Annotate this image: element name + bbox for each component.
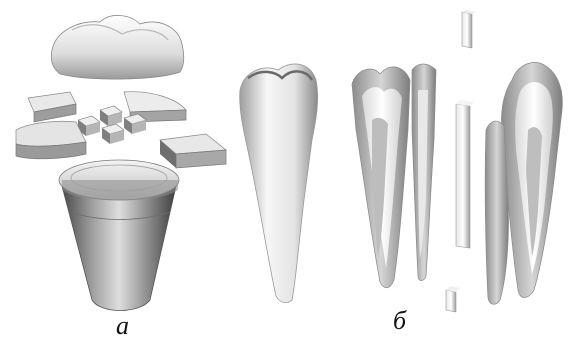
panel-label-b: б [393,308,406,334]
section-right [485,62,562,304]
panel-label-a: а [116,313,129,339]
implant-cone [59,160,179,311]
sliced-rods [446,10,476,312]
panel-a-drawing [16,15,226,310]
whole-tooth [240,64,318,303]
section-left [352,64,436,288]
crown-cap [51,15,183,79]
panel-b-drawing [240,10,563,312]
